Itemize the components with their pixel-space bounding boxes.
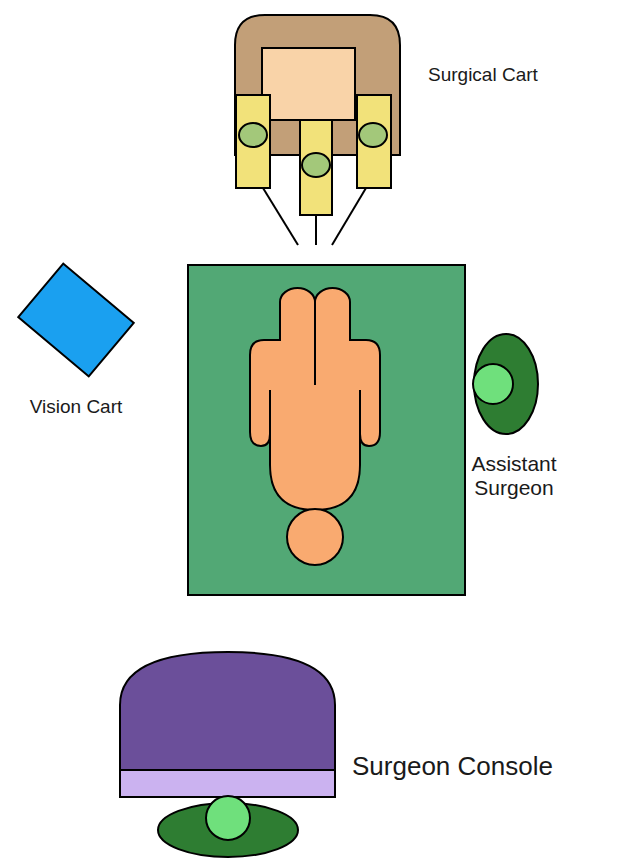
surgical-cart xyxy=(235,15,400,245)
cart-label: Vision Cart xyxy=(30,396,123,418)
console-label: Surgeon Console xyxy=(352,752,553,782)
patient-figure xyxy=(250,288,380,565)
cart-label: Surgical Cart xyxy=(428,64,538,86)
operating-table xyxy=(188,265,465,595)
vision-cart xyxy=(18,264,133,377)
person-label: Assistant Surgeon xyxy=(459,452,569,500)
assistant-surgeon xyxy=(473,334,538,434)
surgeon-console xyxy=(120,652,335,857)
